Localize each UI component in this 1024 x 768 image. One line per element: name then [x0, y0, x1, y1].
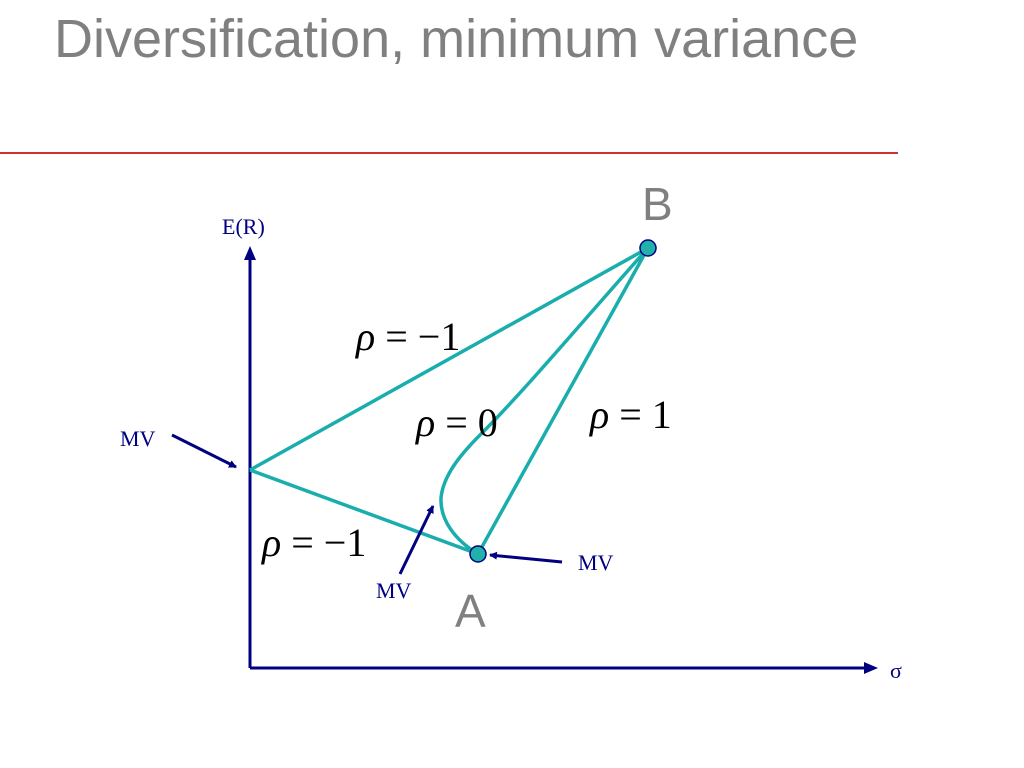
rho-relation: = 1: [609, 392, 672, 437]
title-rule: [0, 152, 898, 154]
rho-neg1-lower-line: [249, 468, 479, 556]
x-axis-arrow-icon: [864, 662, 878, 674]
mv-label-right: MV: [578, 550, 614, 575]
rho-symbol: ρ: [260, 520, 281, 565]
rho-relation: = 0: [435, 400, 498, 445]
mv-arrow-bottom-icon: [398, 505, 435, 575]
x-axis-label: σ: [890, 658, 902, 683]
rho-zero-curve: [439, 246, 650, 556]
rho-neg1-upper-label: ρ = −1: [354, 314, 460, 359]
point-b: [639, 239, 657, 257]
mv-arrow-right-icon: [489, 551, 563, 564]
rho-neg1-upper-line: [249, 246, 649, 472]
rho-symbol: ρ: [354, 314, 375, 359]
point-a: [469, 545, 487, 563]
point-b-label: B: [642, 178, 673, 230]
slide-title: Diversification, minimum variance: [54, 9, 859, 69]
rho-pos1-line: [476, 247, 650, 555]
rho-relation: = −1: [281, 520, 366, 565]
mv-arrow-left-icon: [171, 433, 237, 469]
y-axis-label: E(R): [222, 214, 265, 239]
point-a-label: A: [455, 585, 486, 637]
rho-zero-label: ρ = 0: [414, 400, 498, 445]
rho-symbol: ρ: [588, 392, 609, 437]
rho-pos1-label: ρ = 1: [588, 392, 672, 437]
mv-label-left: MV: [120, 426, 156, 451]
rho-relation: = −1: [375, 314, 460, 359]
rho-symbol: ρ: [414, 400, 435, 445]
rho-neg1-lower-label: ρ = −1: [260, 520, 366, 565]
mv-label-bottom: MV: [376, 578, 412, 603]
y-axis-arrow-icon: [244, 246, 256, 260]
